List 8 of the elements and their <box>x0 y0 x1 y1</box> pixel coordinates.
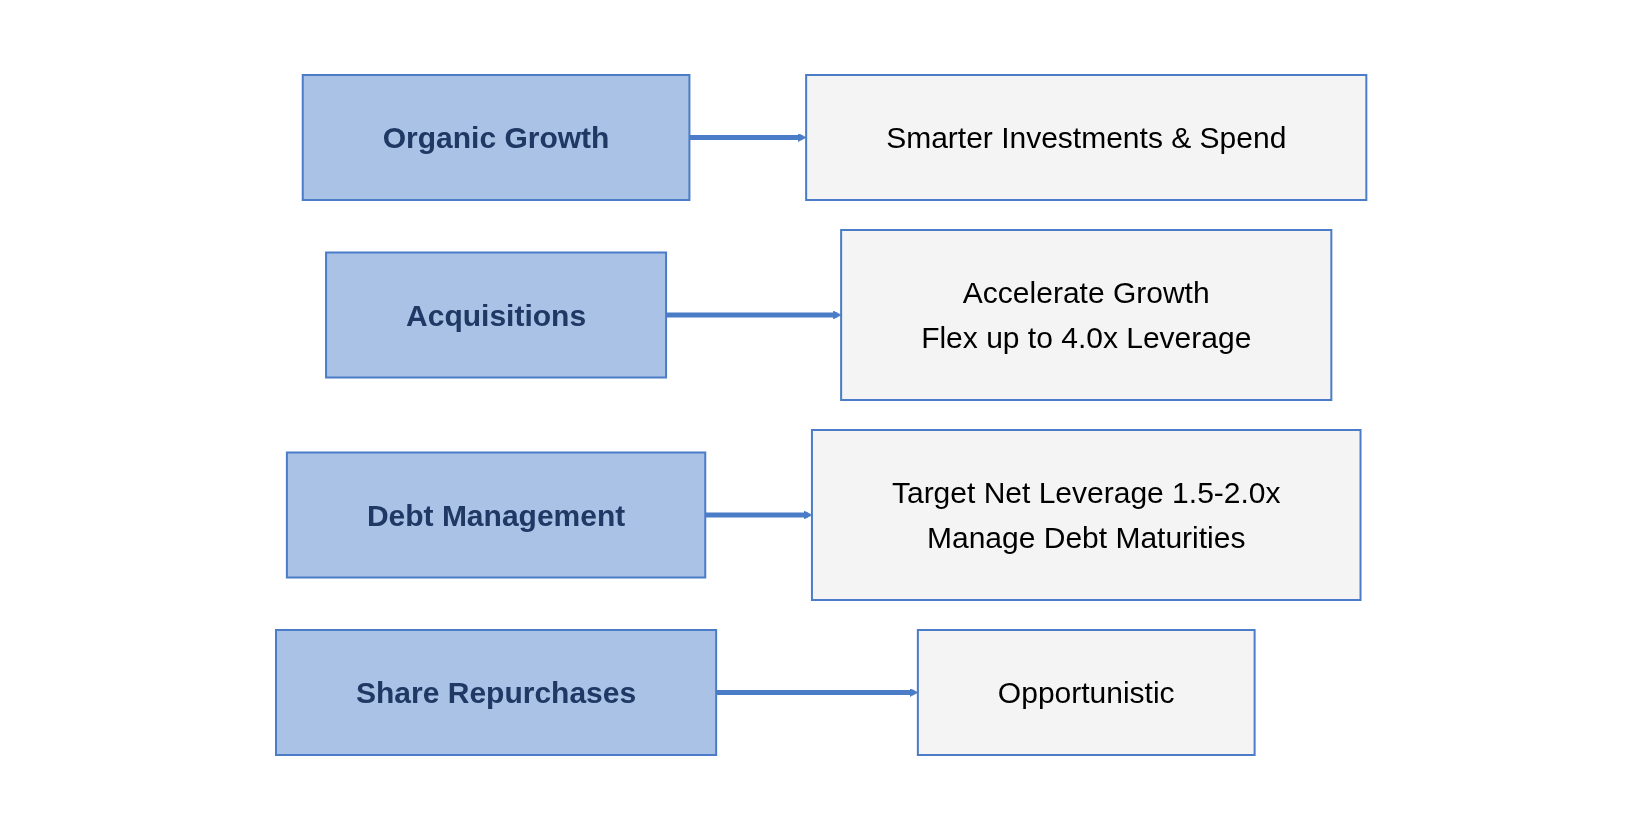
node-box: Opportunistic <box>916 628 1256 756</box>
node-box: Share Repurchases <box>274 628 717 756</box>
node-box: Accelerate Growth Flex up to 4.0x Leverage <box>839 228 1333 401</box>
node-box: Organic Growth <box>301 73 691 201</box>
node-box: Acquisitions <box>324 251 667 378</box>
node-box: Smarter Investments & Spend <box>804 73 1368 201</box>
node-box: Target Net Leverage 1.5-2.0x Manage Debt Maturities <box>810 428 1362 601</box>
node-box: Debt Management <box>285 451 707 578</box>
